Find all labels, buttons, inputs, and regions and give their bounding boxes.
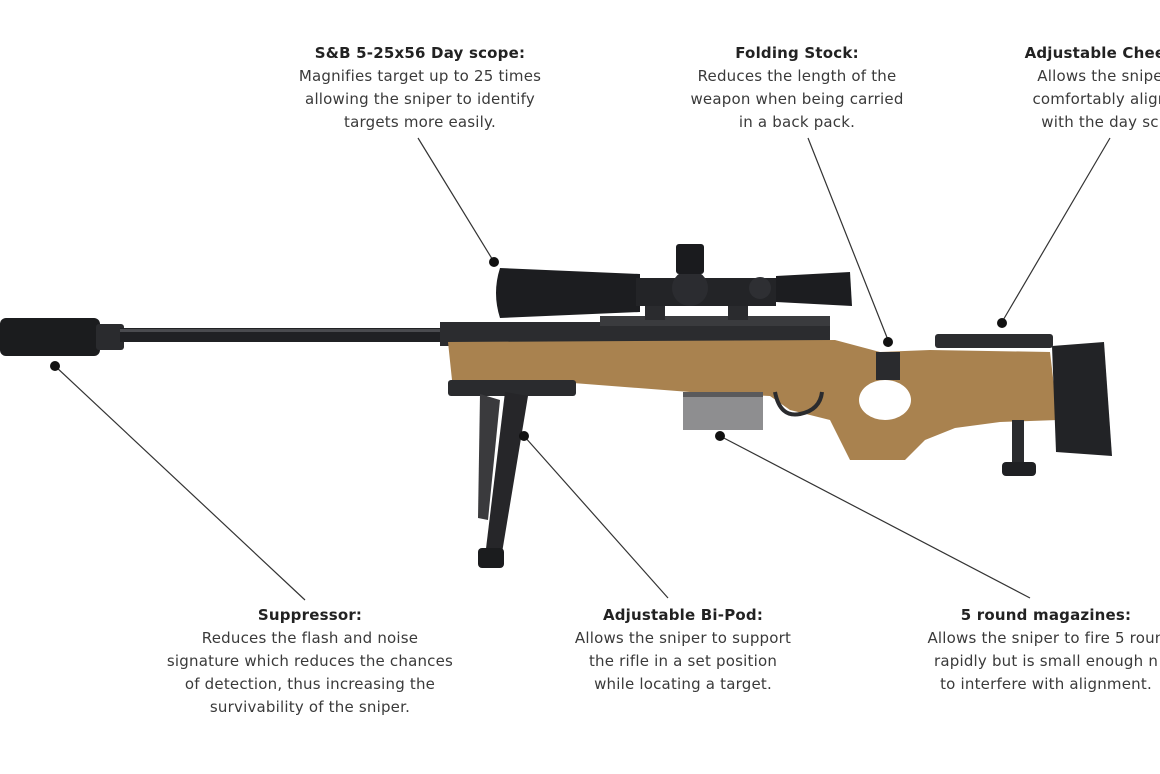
barrel-highlight [120,329,460,332]
leader-lines [54,137,1111,601]
dot-scope [489,257,499,267]
monopod [1012,420,1024,464]
leader-scope [417,137,495,263]
callout-suppressor: Suppressor: Reduces the flash and noise … [140,604,480,719]
suppressor-collar [96,324,124,350]
leader-stock [807,137,889,341]
callout-bipod-line-1: Allows the sniper to support [574,629,792,647]
callout-cheek-title: Adjustable Cheek [1024,44,1160,62]
callout-suppressor-line-2: signature which reduces the chances [166,652,454,670]
trigger-guard [773,391,824,417]
scope-rail [600,316,830,326]
dot-cheek [997,318,1007,328]
leader-cheek [1001,137,1111,323]
leader-dots [50,257,1007,441]
dot-suppressor [50,361,60,371]
magazine [683,392,763,430]
rifle-stock [448,340,1058,460]
callout-suppressor-line-1: Reduces the flash and noise [201,629,419,647]
leader-suppressor [54,365,306,601]
callout-magazine-line-1: Allows the sniper to fire 5 roun [927,629,1160,647]
callout-stock-title: Folding Stock: [735,44,859,62]
callout-magazine-line-3: to interfere with alignment. [940,675,1152,693]
scope-mount-rear [728,302,748,320]
callout-magazine: 5 round magazines: Allows the sniper to … [906,604,1160,696]
suppressor-body [0,318,100,356]
callout-scope-line-3: targets more easily. [344,113,496,131]
thumbhole [859,380,911,420]
callout-bipod-line-3: while locating a target. [594,675,772,693]
scope-turret [672,270,708,306]
callout-magazine-title: 5 round magazines: [960,606,1132,624]
magazine-edge [683,392,763,397]
scope-objective [496,268,640,318]
bipod-mount [448,380,576,396]
callout-stock-line-3: in a back pack. [738,113,856,131]
bipod-leg-rear [478,394,500,520]
callout-suppressor-line-3: of detection, thus increasing the [184,675,436,693]
monopod-foot [1002,462,1036,476]
callout-cheek-line-1: Allows the snipe [1037,67,1160,85]
cheek-piece [935,334,1053,348]
scope-mount-front [645,302,665,320]
bipod-foot [478,548,504,568]
callout-bipod: Adjustable Bi-Pod: Allows the sniper to … [548,604,818,696]
callout-cheek: Adjustable Cheek Allows the snipe comfor… [1000,42,1160,134]
folding-hinge [876,352,900,380]
callout-cheek-line-3: with the day sc [1041,113,1159,131]
callout-cheek-line-2: comfortably align [1032,90,1160,108]
leader-bipod [523,435,669,599]
callout-stock-line-1: Reduces the length of the [697,67,897,85]
callout-scope: S&B 5-25x56 Day scope: Magnifies target … [270,42,570,134]
callout-stock-line-2: weapon when being carried [690,90,904,108]
callout-suppressor-line-4: survivability of the sniper. [209,698,411,716]
callout-suppressor-title: Suppressor: [257,606,363,624]
scope-eyepiece [776,272,852,306]
dot-magazine [715,431,725,441]
scope-side-knob [749,277,771,299]
callout-stock: Folding Stock: Reduces the length of the… [667,42,927,134]
callout-scope-title: S&B 5-25x56 Day scope: [314,44,526,62]
scope-turret-top [676,244,704,274]
callout-bipod-line-2: the rifle in a set position [588,652,778,670]
callout-bipod-title: Adjustable Bi-Pod: [602,606,764,624]
callout-magazine-line-2: rapidly but is small enough n [933,652,1159,670]
bipod-leg [484,392,528,565]
callout-scope-line-2: allowing the sniper to identify [305,90,535,108]
dot-bipod [519,431,529,441]
callout-scope-line-1: Magnifies target up to 25 times [298,67,542,85]
leader-magazine [719,435,1031,599]
dot-stock [883,337,893,347]
butt-pad [1052,342,1112,456]
